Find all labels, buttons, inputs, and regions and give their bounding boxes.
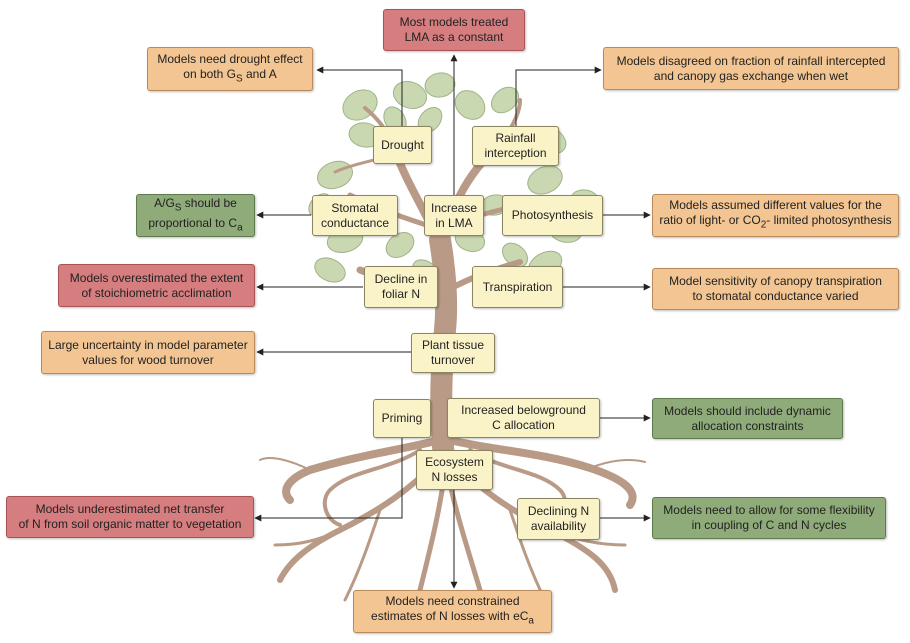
outcome-nloss-sub: a [528,615,534,627]
outcome-lma-line1: Most models treated [399,15,509,29]
node-declining-line1: Declining N [527,504,590,518]
outcome-drought-line1: Models need drought effect [157,51,303,66]
node-rainfall-line2: interception [484,146,547,160]
outcome-ags-line1b: should be [181,196,237,211]
outcome-drought-sub: S [236,73,243,85]
node-priming-label: Priming [381,411,423,425]
outcome-flex-line1: Models need to allow for some flexibilit… [663,503,875,517]
outcome-flex-line2: in coupling of C and N cycles [691,518,847,532]
outcome-canopy-line1: Model sensitivity of canopy transpiratio… [669,274,882,288]
outcome-photo-line1: Models assumed different values for the [669,198,882,213]
node-nlosses-line1: Ecosystem [425,455,484,469]
outcome-rainfall-line2: and canopy gas exchange when wet [653,68,849,83]
node-foliar-line1: Decline in [374,272,428,286]
node-photosynthesis: Photosynthesis [502,195,603,236]
outcome-nloss-line2a: estimates of N losses with eC [371,609,529,624]
node-stomatal-line2: conductance [320,215,390,230]
node-priming: Priming [373,399,431,438]
tree-roots [259,436,646,621]
node-drought-label: Drought [381,137,424,152]
outcome-photo-line2a: ratio of light- or CO [659,213,761,228]
node-rainfall-line1: Rainfall [495,131,536,145]
outcome-drought-line2a: on both G [183,66,236,81]
outcome-cn-flexibility: Models need to allow for some flexibilit… [652,497,886,539]
outcome-wood-line2: values for wood turnover [82,352,214,367]
outcome-canopy-transpiration: Model sensitivity of canopy transpiratio… [652,268,899,310]
node-drought: Drought [373,126,432,164]
outcome-wood-line1: Large uncertainty in model parameter [48,337,248,352]
node-lma-line2: in LMA [435,215,473,230]
node-lma-line1: Increase [430,200,478,215]
outcome-nloss-line1: Models need constrained [385,594,520,609]
node-turnover-line1: Plant tissue [421,338,485,352]
outcome-canopy-line2: to stomatal conductance varied [692,289,859,303]
node-belowground-line1: Increased belowground [461,403,586,417]
outcome-dynamic-line1: Models should include dynamic [664,403,831,418]
node-nlosses-line2: N losses [431,470,478,484]
outcome-photo-line2b: - limited photosynthesis [766,213,892,228]
outcome-photo-sub: 2 [760,219,767,231]
outcome-ags-line2a: proportional to C [148,215,238,230]
node-transpiration: Transpiration [472,266,563,308]
outcome-ags-proportional: A/GS should be proportional to Ca [136,194,255,237]
outcome-ags-sub1: S [174,202,182,214]
node-foliar-line2: foliar N [381,287,420,301]
node-belowground-line2: C allocation [492,418,555,432]
outcome-rainfall-line1: Models disagreed on fraction of rainfall… [616,53,886,68]
outcome-transfer-line2: of N from soil organic matter to vegetat… [18,517,242,531]
node-stomatal-line1: Stomatal [331,200,379,215]
node-declining-line2: availability [530,519,587,533]
outcome-ags-line1a: A/G [154,196,175,211]
outcome-dynamic-line2: allocation constraints [691,418,804,433]
arrows [254,54,651,589]
outcome-lma-line2: LMA as a constant [404,30,504,44]
outcome-rainfall-disagreement: Models disagreed on fraction of rainfall… [603,47,899,90]
outcome-stoich-line2: of stoichiometric acclimation [81,285,232,300]
outcome-stoich-line1: Models overestimated the extent [69,270,244,285]
outcome-transfer-line1: Models underestimated net transfer [35,502,225,516]
outcome-drought-line2b: and A [242,66,277,81]
node-turnover-line2: turnover [430,353,475,367]
node-photosynthesis-label: Photosynthesis [511,208,594,222]
outcome-ags-sub2: a [237,221,243,233]
node-transpiration-label: Transpiration [482,279,553,294]
